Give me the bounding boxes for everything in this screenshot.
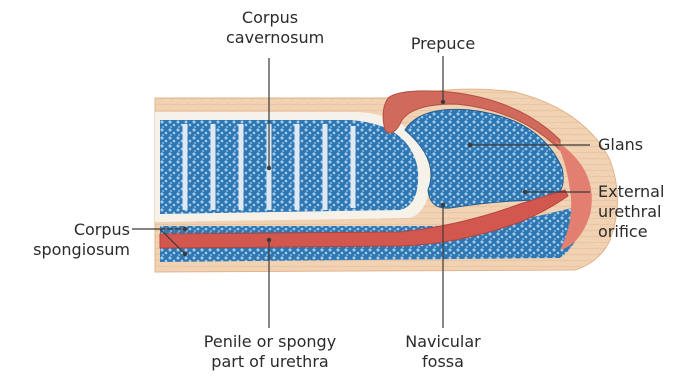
corpus-cavernosum-tissue: [160, 120, 418, 214]
label-corpus-spongiosum-line1: Corpus: [10, 220, 130, 240]
label-prepuce-line1: Prepuce: [404, 34, 482, 54]
label-corpus-spongiosum-line2: spongiosum: [10, 240, 130, 260]
label-orifice-line2: urethral: [598, 202, 664, 222]
label-glans: Glans: [598, 135, 643, 155]
label-navicular-fossa: Navicular fossa: [398, 332, 488, 372]
label-penile-urethra: Penile or spongy part of urethra: [195, 332, 345, 372]
label-glans-line1: Glans: [598, 135, 643, 155]
label-navicular-fossa-line1: Navicular: [398, 332, 488, 352]
label-orifice-line3: orifice: [598, 222, 664, 242]
label-corpus-spongiosum: Corpus spongiosum: [10, 220, 130, 260]
label-orifice-line1: External: [598, 182, 664, 202]
label-corpus-cavernosum-line1: Corpus: [226, 8, 314, 28]
label-penile-urethra-line2: part of urethra: [195, 352, 345, 372]
label-prepuce: Prepuce: [404, 34, 482, 54]
label-corpus-cavernosum-line2: cavernosum: [226, 28, 314, 48]
label-penile-urethra-line1: Penile or spongy: [195, 332, 345, 352]
label-navicular-fossa-line2: fossa: [398, 352, 488, 372]
label-corpus-cavernosum: Corpus cavernosum: [226, 8, 314, 48]
label-external-urethral-orifice: External urethral orifice: [598, 182, 664, 242]
